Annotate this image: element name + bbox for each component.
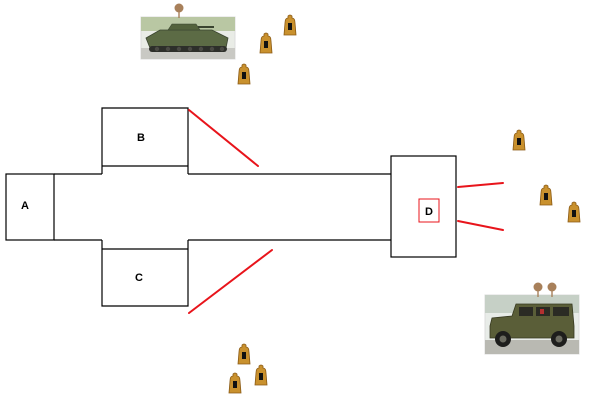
sight-lines bbox=[188, 109, 504, 314]
standing-target-icon bbox=[283, 14, 297, 36]
room-c-label: C bbox=[135, 272, 143, 284]
standing-target-icon bbox=[567, 201, 581, 223]
sight-line-c bbox=[188, 249, 273, 314]
room-d-label: D bbox=[425, 206, 433, 218]
standing-target-icon bbox=[228, 372, 242, 394]
room-d-outline bbox=[390, 155, 457, 258]
standing-target-icon bbox=[512, 129, 526, 151]
armored-vehicle-icon bbox=[140, 3, 236, 60]
crew-head-icon bbox=[174, 3, 184, 18]
standing-target-icon bbox=[254, 364, 268, 386]
room-a-outline bbox=[5, 173, 55, 241]
room-d-inner-marker bbox=[418, 198, 440, 223]
sight-line-b bbox=[188, 109, 259, 167]
room-b-label: B bbox=[137, 132, 145, 144]
room-b-outline bbox=[101, 107, 189, 174]
building-walls bbox=[5, 107, 457, 307]
jeep-icon bbox=[484, 282, 580, 355]
standing-target-icon bbox=[539, 184, 553, 206]
room-a-label: A bbox=[21, 200, 29, 212]
standing-target-icon bbox=[237, 63, 251, 85]
sight-line-d-lower bbox=[457, 220, 504, 231]
sight-line-d-upper bbox=[457, 182, 504, 188]
room-c-outline bbox=[101, 240, 189, 307]
standing-target-icon bbox=[237, 343, 251, 365]
standing-target-icon bbox=[259, 32, 273, 54]
